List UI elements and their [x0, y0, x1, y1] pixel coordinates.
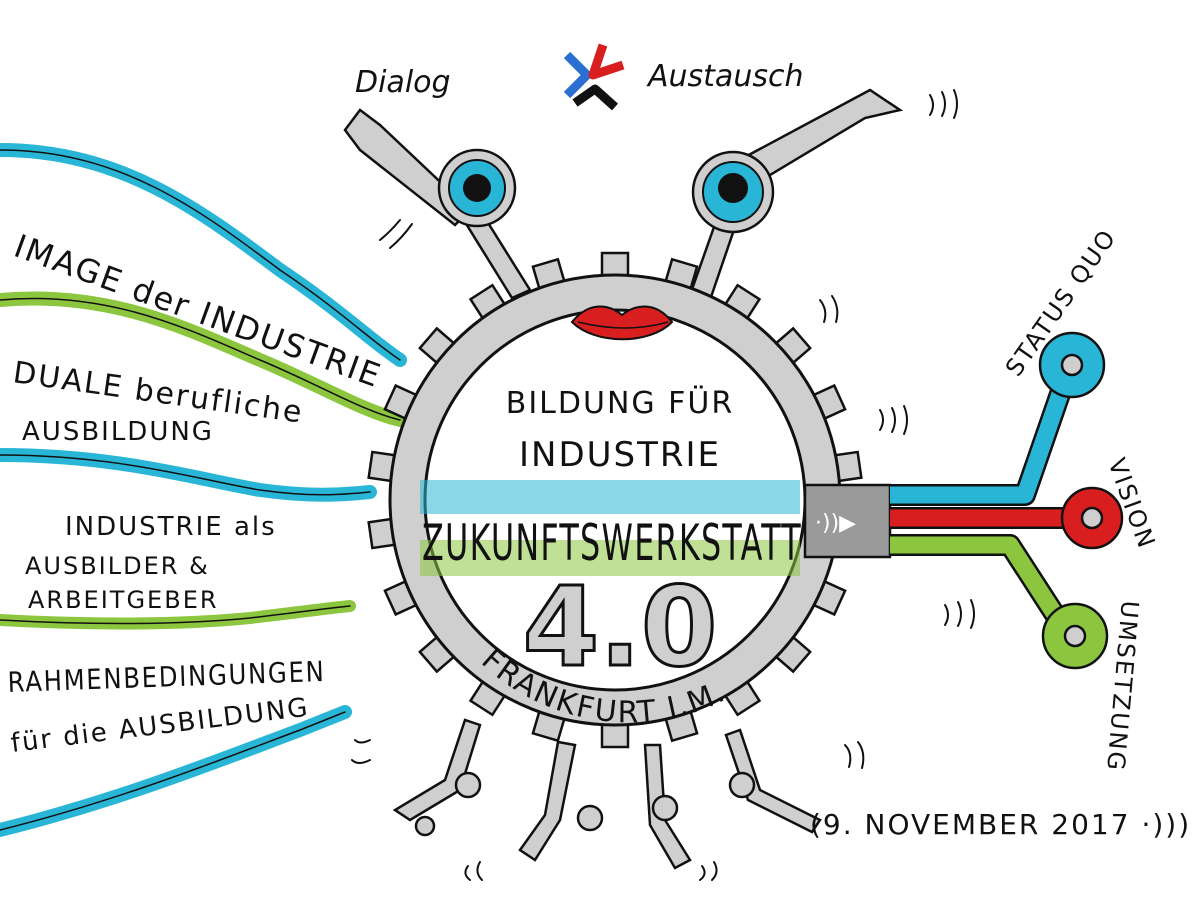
sound-marks — [351, 89, 975, 881]
gear-robot: BILDUNG FÜR INDUSTRIE ZUKUNFTSWERKSTATT … — [343, 88, 975, 881]
eye-right — [691, 150, 775, 234]
node-green-center — [1063, 624, 1087, 648]
header-austausch: Austausch — [646, 59, 803, 94]
ribbon-green-1-outline — [0, 297, 401, 421]
logo-icon — [563, 43, 625, 111]
plug-play-icon: ·))▶ — [815, 511, 856, 536]
header-dialog: Dialog — [355, 65, 451, 100]
ribbon-green-2-outline — [0, 605, 351, 625]
event-date: (9. NOVEMBER 2017 ·))) — [810, 808, 1191, 841]
banner-green-wash — [420, 540, 800, 576]
node-red-center — [1080, 506, 1104, 530]
node-blue-center — [1060, 353, 1084, 377]
center-number: 4.0 — [523, 563, 718, 691]
topic-4-line1: RAHMENBEDINGUNGEN — [7, 655, 326, 699]
ribbon-blue-top-outline — [0, 149, 401, 361]
center-title-line1: BILDUNG FÜR — [506, 385, 734, 421]
ribbon-blue-bottom-outline — [0, 711, 346, 831]
ribbon-blue-2-outline — [0, 454, 371, 496]
outcome-label-umsetzung: UMSETZUNG — [1101, 599, 1144, 773]
wire-green-fill — [890, 536, 1073, 635]
right-connectors: ·))▶ STATUS QUO VISION UMSETZUNG — [803, 224, 1161, 773]
topic-3-line2: AUSBILDER & — [25, 552, 210, 580]
banner-blue-wash — [420, 480, 800, 514]
topic-3-line1: INDUSTRIE als — [65, 512, 277, 542]
mouth-icon — [570, 305, 674, 341]
banner-text: ZUKUNFTSWERKSTATT — [422, 514, 802, 572]
topic-2-line2: AUSBILDUNG — [22, 417, 214, 447]
topic-3-line3: ARBEITGEBER — [28, 586, 219, 614]
center-title-line2: INDUSTRIE — [519, 435, 721, 475]
robot-legs — [392, 718, 822, 870]
left-ribbons — [0, 143, 407, 837]
header: Dialog Austausch — [355, 43, 803, 111]
wire-blue-fill — [890, 362, 1079, 504]
eye-left — [437, 148, 517, 228]
connector-plug — [803, 483, 892, 559]
